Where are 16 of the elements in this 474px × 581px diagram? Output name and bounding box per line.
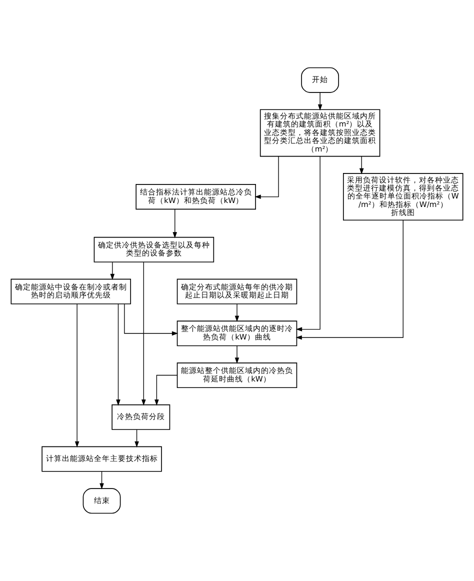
- arrow: [234, 304, 240, 322]
- arrow: [172, 208, 178, 238]
- arrow: [296, 220, 404, 340]
- arrow: [124, 304, 178, 336]
- arrow: [296, 156, 320, 332]
- arrow: [318, 92, 322, 111]
- arrow: [254, 156, 279, 199]
- arrow: [74, 304, 80, 448]
- arrow: [134, 429, 139, 448]
- arrow: [141, 262, 146, 406]
- arrow: [100, 471, 104, 490]
- arrow: [116, 304, 120, 406]
- arrow: [359, 156, 364, 174]
- arrow: [110, 262, 115, 280]
- arrow: [234, 346, 240, 364]
- arrow: [154, 374, 178, 406]
